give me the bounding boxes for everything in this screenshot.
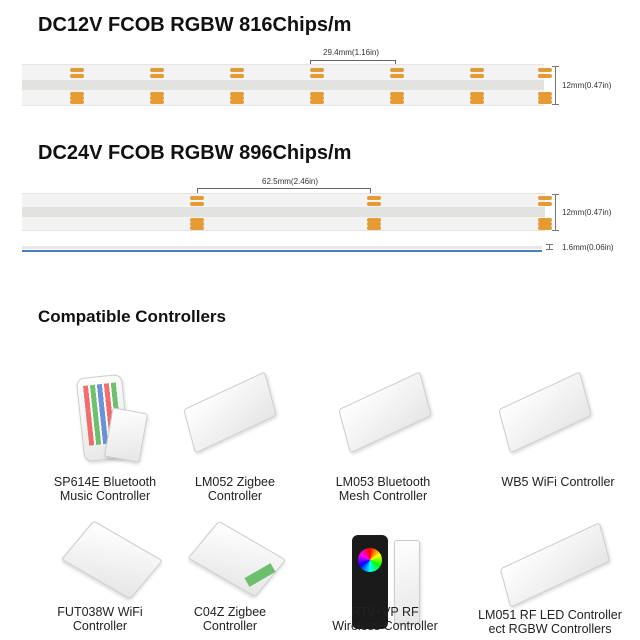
solder-pad (230, 74, 244, 78)
wb5-image (498, 371, 592, 454)
cut-pad (367, 222, 381, 226)
cut-pad (390, 96, 404, 100)
solder-pad (470, 68, 484, 72)
cut-pad (310, 100, 324, 104)
strip1-width-dimension (552, 66, 561, 105)
fut038w-image (61, 520, 163, 600)
solder-pad (538, 196, 552, 200)
cut-pad (230, 96, 244, 100)
cut-pad (367, 218, 381, 222)
cut-pad (470, 96, 484, 100)
solder-pad (310, 74, 324, 78)
solder-pad (538, 202, 552, 206)
cut-pad (538, 92, 552, 96)
cut-pad (538, 218, 552, 222)
cut-pad (470, 100, 484, 104)
cut-pad (538, 100, 552, 104)
strip1-pitch-label: 29.4mm(1.16in) (323, 48, 380, 57)
solder-pad (190, 196, 204, 200)
cut-pad (470, 92, 484, 96)
lm051-image (499, 522, 611, 608)
cut-pad (310, 92, 324, 96)
solder-pad (538, 74, 552, 78)
cut-pad (70, 100, 84, 104)
solder-pad (390, 74, 404, 78)
solder-pad (230, 68, 244, 72)
lm052-image (183, 371, 277, 454)
strip1-pitch-dimension (310, 60, 396, 65)
cut-pad (150, 100, 164, 104)
strip1-width-label: 12mm(0.47in) (562, 81, 612, 90)
strip2-width-label: 12mm(0.47in) (562, 208, 612, 217)
solder-pad (150, 74, 164, 78)
solder-pad (367, 196, 381, 200)
strip1-title: DC12V FCOB RGBW 816Chips/m (38, 14, 352, 36)
lm053-image (338, 371, 432, 454)
cut-pad (367, 226, 381, 230)
cut-pad (230, 100, 244, 104)
cut-pad (538, 222, 552, 226)
solder-pad (538, 68, 552, 72)
strip2-pitch-label: 62.5mm(2.46in) (262, 177, 319, 186)
strip2-title: DC24V FCOB RGBW 896Chips/m (38, 142, 352, 164)
strip1-image (22, 64, 552, 106)
cut-pad (390, 92, 404, 96)
solder-pad (390, 68, 404, 72)
cut-pad (390, 100, 404, 104)
cut-pad (310, 96, 324, 100)
cut-pad (538, 96, 552, 100)
strip2-width-dimension (552, 194, 561, 231)
thickness-dimension (546, 244, 555, 250)
solder-pad (70, 74, 84, 78)
cut-pad (190, 222, 204, 226)
controller-label-wb5: WB5 WiFi Controller (501, 475, 615, 489)
cut-pad (190, 226, 204, 230)
strip2-image (22, 193, 552, 231)
cut-pad (230, 92, 244, 96)
cut-pad (70, 96, 84, 100)
solder-pad (150, 68, 164, 72)
solder-pad (367, 202, 381, 206)
cut-pad (190, 218, 204, 222)
solder-pad (70, 68, 84, 72)
controllers-heading: Compatible Controllers (38, 307, 226, 326)
cut-pad (150, 92, 164, 96)
strip-side-cable (22, 250, 542, 252)
solder-pad (470, 74, 484, 78)
solder-pad (310, 68, 324, 72)
cut-pad (70, 92, 84, 96)
strip2-pitch-dimension (197, 188, 371, 193)
cut-pad (150, 96, 164, 100)
strip2-thickness-label: 1.6mm(0.06in) (562, 243, 614, 252)
strip-side-view (22, 246, 542, 249)
cut-pad (538, 226, 552, 230)
solder-pad (190, 202, 204, 206)
